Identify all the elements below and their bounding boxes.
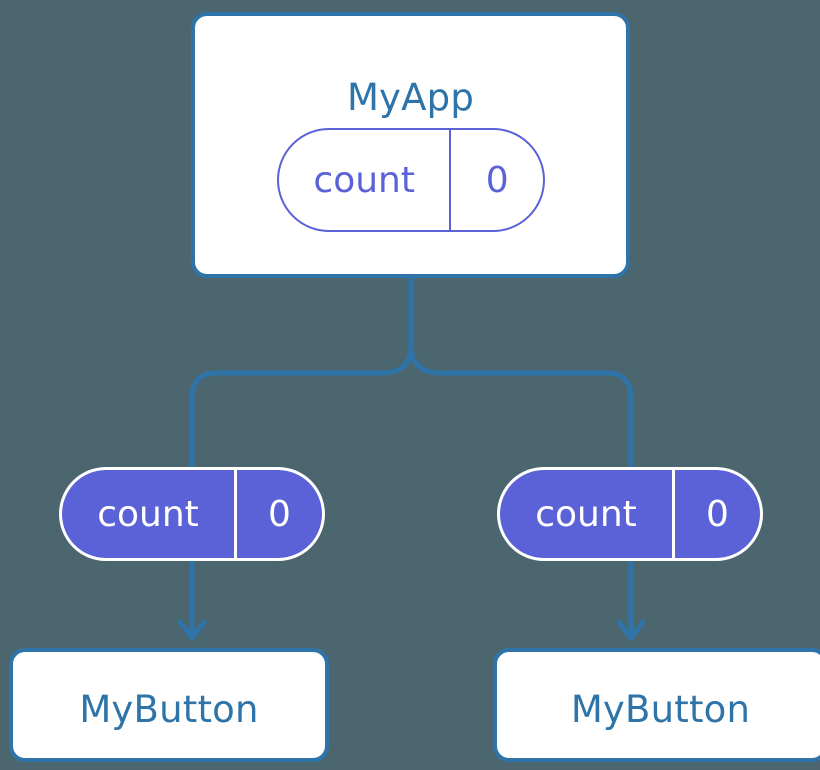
component-label-mybutton: MyButton	[570, 688, 751, 731]
props-value-label: 0	[671, 470, 760, 558]
props-key-label: count	[97, 493, 199, 535]
props-key-label: count	[535, 493, 637, 535]
state-key-label: count	[313, 159, 415, 201]
branch-wire-right	[408, 344, 634, 470]
component-label-mybutton: MyButton	[79, 688, 259, 731]
state-pill-root[interactable]: count 0	[277, 128, 545, 232]
arrowhead-right-icon	[616, 619, 646, 641]
component-label-myapp: MyApp	[346, 76, 475, 119]
branch-wire-left	[189, 344, 414, 470]
component-box-mybutton-left[interactable]: MyButton	[9, 648, 329, 762]
arrowhead-left-icon	[177, 619, 207, 641]
component-box-mybutton-right[interactable]: MyButton	[493, 648, 820, 762]
props-pill-child-left[interactable]: count 0	[59, 467, 325, 561]
props-value-label: 0	[233, 470, 322, 558]
props-pill-child-right[interactable]: count 0	[497, 467, 763, 561]
state-value-label: 0	[449, 130, 543, 230]
